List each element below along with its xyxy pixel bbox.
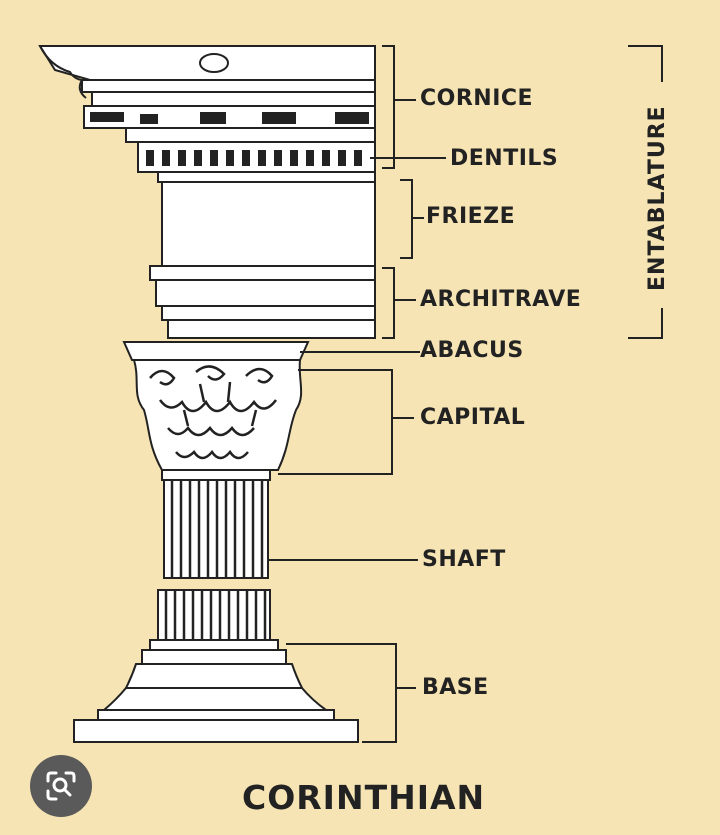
- entablature-bracket: [628, 45, 663, 339]
- label-dentils: DENTILS: [450, 146, 559, 171]
- label-shaft: SHAFT: [422, 547, 506, 572]
- architrave-drawing: [149, 265, 376, 339]
- label-cornice: CORNICE: [420, 86, 534, 111]
- diagram-title: CORINTHIAN: [242, 778, 486, 817]
- cornice-drawing: [38, 45, 376, 143]
- architrave-bracket: [382, 267, 416, 339]
- frieze-drawing: [161, 181, 376, 267]
- cornice-bracket: [382, 45, 416, 169]
- dentils-drawing: [137, 141, 376, 183]
- visual-search-button[interactable]: [30, 755, 92, 817]
- shaft-drawing: [157, 479, 271, 641]
- label-architrave: ARCHITRAVE: [420, 287, 582, 312]
- label-abacus: ABACUS: [420, 338, 524, 363]
- visual-search-icon: [46, 771, 76, 801]
- base-drawing: [73, 639, 359, 743]
- frieze-bracket: [400, 179, 424, 259]
- label-entablature: ENTABLATURE: [645, 105, 670, 291]
- label-base: BASE: [422, 675, 489, 700]
- base-bracket: [286, 643, 416, 743]
- capital-drawing: [122, 341, 310, 481]
- capital-bracket: [278, 369, 414, 475]
- label-frieze: FRIEZE: [426, 204, 516, 229]
- label-capital: CAPITAL: [420, 405, 526, 430]
